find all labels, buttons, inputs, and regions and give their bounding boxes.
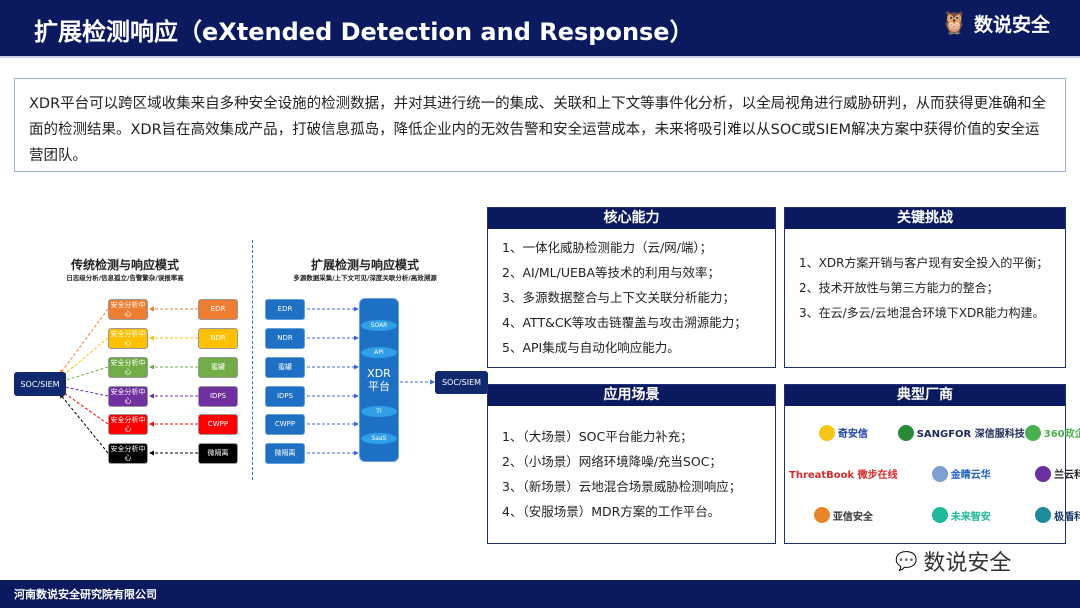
diagram-arrows — [59, 306, 435, 456]
core-item: 3、多源数据整合与上下文关联分析能力； — [502, 290, 735, 305]
arrow — [59, 337, 109, 379]
extended-source-0: EDR — [265, 299, 305, 320]
vendor-name: 亚信安全 — [832, 511, 873, 523]
core-capabilities-panel: 核心能力 1、一体化威胁检测能力（云/网/端）； 2、AI/ML/UEBA等技术的… — [487, 207, 776, 368]
traditional-source-3: IDPS — [198, 386, 238, 407]
extended-title: 扩展检测与响应模式 — [310, 258, 419, 272]
traditional-subtitle: 日志级分析/信息孤立/告警繁杂/误报率高 — [66, 274, 184, 282]
core-item: 5、API集成与自动化响应能力。 — [502, 340, 680, 355]
arrow — [59, 384, 109, 397]
owl-icon: 🦉 — [940, 11, 968, 36]
vendor-logo-icon — [897, 424, 914, 441]
analysis-center-0: 安全分析中心 — [108, 299, 148, 320]
traditional-source-0: EDR — [198, 299, 238, 320]
vendor-logo-icon — [1024, 424, 1041, 441]
extended-source-5: 微隔离 — [265, 443, 305, 464]
extended-source-4: CWPP — [265, 414, 305, 435]
vendor-name: ThreatBook 微步在线 — [789, 470, 898, 482]
watermark: 💬 数说安全 — [895, 545, 1011, 577]
vendor-logo-icon — [931, 507, 948, 524]
logo-text: 数说安全 — [973, 14, 1050, 36]
analysis-center-3: 安全分析中心 — [108, 386, 148, 407]
vendors-title: 典型厂商 — [785, 385, 1065, 406]
core-item: 1、一体化威胁检测能力（云/网/端）； — [502, 240, 713, 255]
analysis-center-4: 安全分析中心 — [108, 414, 148, 435]
footer: 河南数说安全研究院有限公司 — [0, 580, 1080, 608]
traditional-soc-siem: SOC/SIEM — [14, 372, 66, 396]
vendor-logo-icon — [1035, 507, 1052, 524]
scenarios-panel: 应用场景 1、（大场景）SOC平台能力补充； 2、（小场景）网络环境降噪/充当SO… — [487, 384, 776, 544]
module-saas: SaaS — [361, 433, 397, 444]
vendor-name: 360政企安全 — [1043, 429, 1080, 441]
extended-source-3: IDPS — [265, 386, 305, 407]
vendor-logo-icon — [813, 507, 830, 524]
vendor-logo-icon — [931, 465, 948, 482]
vendor-name: 极盾科技 — [1054, 511, 1080, 523]
vendor-name: 未来智安 — [950, 511, 991, 523]
traditional-source-4: CWPP — [198, 414, 238, 435]
traditional-source-2: 蜜罐 — [198, 357, 238, 378]
arrow — [59, 389, 109, 425]
wechat-icon: 💬 — [895, 550, 918, 572]
vendor-logo: 兰云科技 — [1025, 465, 1080, 482]
vendor-logo-icon — [1035, 465, 1052, 482]
intro-text: XDR平台可以跨区域收集来自多种安全设施的检测数据，并对其进行统一的集成、关联和… — [14, 78, 1066, 172]
core-item: 2、AI/ML/UEBA等技术的利用与效率； — [502, 265, 721, 280]
analysis-center-1: 安全分析中心 — [108, 328, 148, 349]
module-soar: SOAR — [361, 320, 397, 331]
core-item: 4、ATT&CK等攻击链覆盖与攻击溯源能力； — [502, 315, 747, 330]
key-challenges-panel: 关键挑战 1、XDR方案开销与客户现有安全投入的平衡； 2、技术开放性与第三方能力… — [784, 207, 1066, 368]
traditional-title: 传统检测与响应模式 — [70, 258, 179, 272]
module-ti: TI — [361, 406, 397, 417]
vendor-name: SANGFOR 深信服科技 — [916, 429, 1025, 441]
core-title: 核心能力 — [488, 208, 775, 229]
extended-soc-siem: SOC/SIEM — [435, 371, 488, 394]
watermark-text: 数说安全 — [923, 551, 1012, 576]
vendors-panel: 典型厂商 奇安信 SANGFOR 深信服科技 360政企安全 ThreatBook 微… — [784, 384, 1080, 544]
vendor-logo: 金睛云华 — [898, 465, 1025, 482]
scenarios-item: 2、（小场景）网络环境降噪/充当SOC； — [502, 454, 722, 469]
scenarios-item: 3、（新场景）云地混合场景威胁检测响应； — [502, 479, 742, 494]
traditional-source-5: 微隔离 — [198, 443, 238, 464]
extended-source-1: NDR — [265, 328, 305, 349]
arrow — [59, 308, 109, 375]
vendor-logo: ThreatBook 微步在线 — [789, 466, 898, 481]
analysis-center-2: 安全分析中心 — [108, 357, 148, 378]
vendor-logo: 奇安信 — [789, 424, 898, 441]
vendor-logo: 未来智安 — [898, 507, 1025, 524]
vendor-name: 奇安信 — [837, 429, 868, 441]
module-api: API — [361, 347, 397, 358]
extended-subtitle: 多源数据采集/上下文可见/深度关联分析/高效溯源 — [293, 274, 437, 282]
vendor-name: 金睛云华 — [950, 470, 991, 482]
challenges-title: 关键挑战 — [785, 208, 1065, 229]
divider — [252, 240, 253, 480]
vendor-name: 兰云科技 — [1054, 470, 1080, 482]
header: 扩展检测响应（eXtended Detection and Response） … — [0, 0, 1080, 58]
analysis-center-5: 安全分析中心 — [108, 443, 148, 464]
xdr-platform-label: XDR 平台 — [367, 367, 391, 393]
traditional-source-1: NDR — [198, 328, 238, 349]
scenarios-item: 4、（安服场景）MDR方案的工作平台。 — [502, 504, 721, 519]
vendor-logo: 亚信安全 — [789, 507, 898, 524]
arrow — [59, 393, 109, 454]
extended-source-2: 蜜罐 — [265, 357, 305, 378]
vendor-logo-icon — [818, 424, 835, 441]
vendor-logo: 360政企安全 — [1024, 424, 1080, 441]
vendor-logo: SANGFOR 深信服科技 — [897, 424, 1025, 441]
arrow — [59, 366, 109, 384]
challenges-item: 2、技术开放性与第三方能力的整合； — [799, 281, 999, 295]
challenges-item: 3、在云/多云/云地混合环境下XDR能力构建。 — [799, 306, 1045, 320]
scenarios-title: 应用场景 — [488, 385, 775, 406]
vendor-logo: 极盾科技 — [1025, 507, 1080, 524]
page-title: 扩展检测响应（eXtended Detection and Response） — [34, 18, 694, 46]
challenges-item: 1、XDR方案开销与客户现有安全投入的平衡； — [799, 256, 1049, 270]
scenarios-item: 1、（大场景）SOC平台能力补充； — [502, 429, 693, 444]
brand-logo: 🦉 数说安全 — [941, 10, 1050, 37]
